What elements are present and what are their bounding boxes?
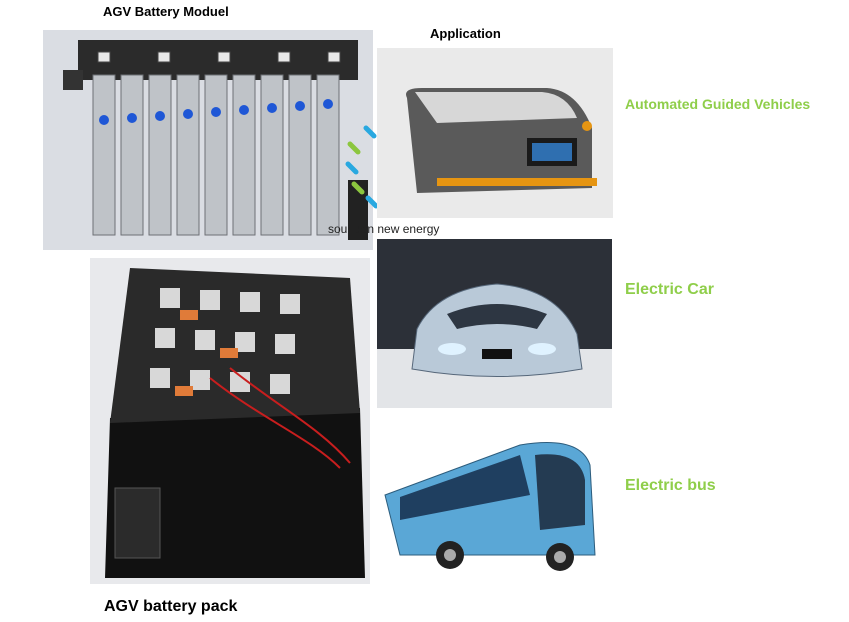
electric-car-image: [377, 239, 612, 408]
pack-title: AGV battery pack: [104, 598, 238, 615]
application-title: Application: [430, 26, 501, 41]
application-label-electric-bus: Electric bus: [625, 477, 716, 494]
application-label-electric-car: Electric Car: [625, 281, 714, 298]
agv-image: [377, 48, 613, 218]
application-label-agv: Automated Guided Vehicles: [625, 96, 811, 112]
logo-text: soundon new energy: [328, 222, 440, 236]
module-title: AGV Battery Moduel: [103, 4, 229, 19]
electric-bus-image: [380, 425, 610, 580]
battery-module-image: [43, 30, 373, 250]
battery-pack-image: [90, 258, 370, 584]
